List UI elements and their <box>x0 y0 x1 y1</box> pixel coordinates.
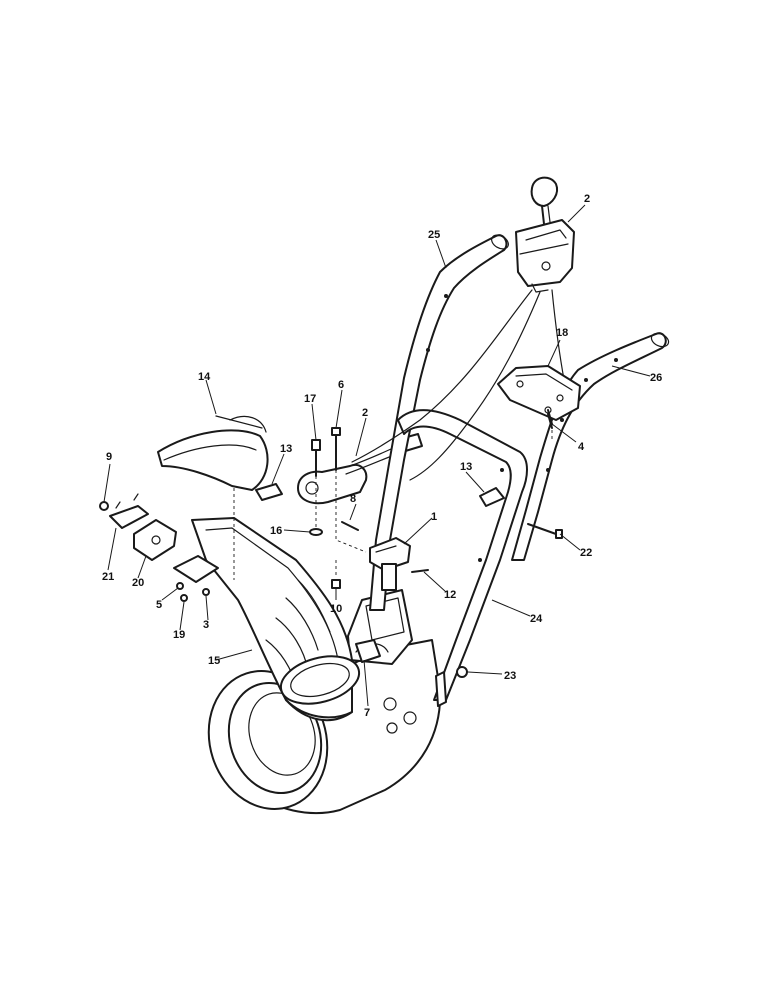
callout-6: 6 <box>338 379 344 391</box>
callout-18: 18 <box>556 327 568 339</box>
callout-23: 23 <box>504 670 516 682</box>
callout-22: 22 <box>580 547 592 559</box>
callout-1: 1 <box>431 511 437 523</box>
callout-24: 24 <box>530 613 543 625</box>
callout-13-right: 13 <box>460 461 472 473</box>
callout-2-lower: 2 <box>362 407 368 419</box>
callout-8: 8 <box>350 493 356 505</box>
callout-9: 9 <box>106 451 112 463</box>
callout-7: 7 <box>364 707 370 719</box>
callout-21: 21 <box>102 571 114 583</box>
callout-13-left: 13 <box>280 443 292 455</box>
bracket-plate-18 <box>497 365 581 425</box>
callout-2-upper: 2 <box>584 193 590 205</box>
callout-12: 12 <box>444 589 456 601</box>
discharge-chute <box>191 517 361 721</box>
callout-4: 4 <box>578 441 585 453</box>
leader-lines <box>103 204 651 707</box>
assembly-dash-lines <box>233 424 553 580</box>
callout-16: 16 <box>270 525 282 537</box>
callout-25: 25 <box>428 229 440 241</box>
lower-handle-24 <box>397 409 528 707</box>
pivot-bracket-1 <box>369 537 411 591</box>
callout-labels: 2 25 18 26 14 17 6 2 4 9 13 13 8 1 16 21… <box>102 193 662 719</box>
chute-deflector <box>157 415 269 491</box>
callout-26: 26 <box>650 372 662 384</box>
callout-3: 3 <box>203 619 209 631</box>
callout-10: 10 <box>330 603 342 615</box>
control-shift-head <box>515 176 575 293</box>
right-handle-26 <box>511 332 670 561</box>
callout-19: 19 <box>173 629 185 641</box>
callout-15: 15 <box>208 655 220 667</box>
callout-20: 20 <box>132 577 144 589</box>
callout-5: 5 <box>156 599 162 611</box>
callout-17: 17 <box>304 393 316 405</box>
callout-14: 14 <box>198 371 211 383</box>
